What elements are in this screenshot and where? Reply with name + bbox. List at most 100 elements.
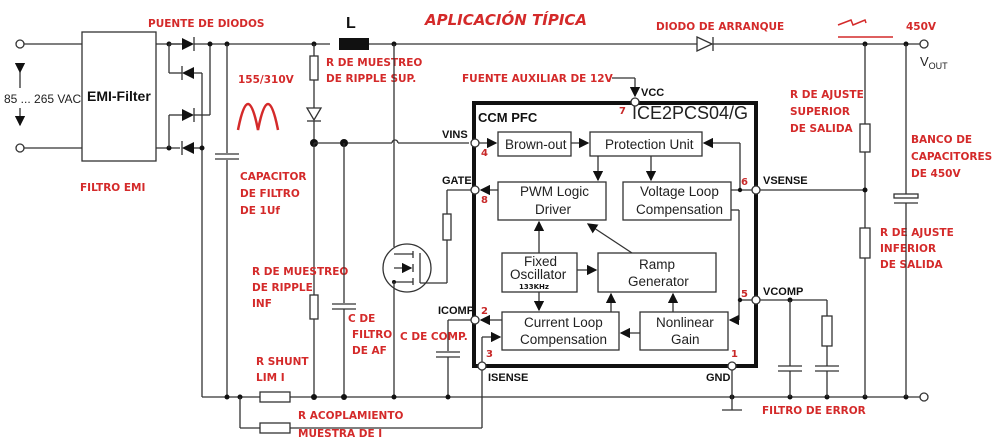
- ripple-inf-annotation-3: INF: [252, 298, 272, 310]
- r-coupling-annotation-1: R ACOPLAMIENTO: [298, 410, 403, 422]
- pin-1-number: 1: [731, 349, 738, 360]
- r-lower-annotation-2: INFERIOR: [880, 243, 936, 255]
- block-pwm-driver: PWM Logic Driver: [497, 181, 607, 221]
- input-cap-annotation-1: CAPACITOR: [240, 171, 306, 183]
- mosfet: [382, 44, 471, 397]
- pin-gnd: [727, 361, 737, 371]
- output-divider: [760, 44, 871, 397]
- ripple-sampling-upper: [305, 44, 323, 147]
- emi-filter-label: EMI-Filter: [87, 88, 151, 104]
- pin-vcc: [630, 97, 640, 107]
- input-capacitor: [215, 41, 239, 397]
- svg-text:Compensation: Compensation: [520, 332, 607, 347]
- svg-text:Driver: Driver: [535, 202, 572, 217]
- r-lower-annotation-3: DE SALIDA: [880, 259, 944, 271]
- startup-diode-annotation: DIODO DE ARRANQUE: [656, 21, 784, 33]
- svg-text:Oscillator: Oscillator: [510, 267, 567, 282]
- c-af-annotation-2: FILTRO: [352, 329, 392, 341]
- ic-header: CCM PFC: [478, 110, 538, 125]
- title: APLICACIÓN TÍPICA: [424, 10, 587, 29]
- ripple-sup-annotation-2: DE RIPPLE SUP.: [326, 73, 416, 85]
- svg-text:Ramp: Ramp: [639, 257, 675, 272]
- input-cap-annotation-2: DE FILTRO: [240, 188, 300, 200]
- ripple-sampling-lower-resistor: [309, 294, 319, 320]
- block-brownout: Brown-out: [497, 131, 572, 157]
- output-capacitor-bank: [893, 44, 919, 397]
- r-upper-annotation-1: R DE AJUSTE: [790, 89, 864, 101]
- svg-text:Current Loop: Current Loop: [524, 315, 603, 330]
- svg-text:Gain: Gain: [671, 332, 700, 347]
- ac-input: 85 ... 265 VAC: [4, 39, 82, 153]
- pin-vsense: [751, 185, 761, 195]
- aux-supply-annotation: FUENTE AUXILIAR DE 12V: [462, 73, 614, 85]
- pin-icomp: [470, 315, 480, 325]
- coupling-resistor: [259, 422, 291, 434]
- r-lower-annotation-1: R DE AJUSTE: [880, 227, 954, 239]
- pin-gate-label: GATE: [442, 175, 472, 187]
- vout-label: VOUT: [920, 54, 948, 71]
- pin-gnd-label: GND: [706, 372, 731, 384]
- r-upper-annotation-3: DE SALIDA: [790, 123, 854, 135]
- ripple-inf-annotation-1: R DE MUESTREO: [252, 266, 348, 278]
- pin-4-number: 4: [481, 148, 488, 159]
- cap-bank-annotation-2: CAPACITORES: [911, 151, 992, 163]
- svg-text:Brown-out: Brown-out: [505, 137, 567, 152]
- pin-8-number: 8: [481, 195, 488, 206]
- pin-7-number: 7: [619, 106, 626, 117]
- shunt-resistor: [259, 391, 291, 403]
- inductor-label: L: [346, 15, 356, 32]
- svg-text:Generator: Generator: [628, 274, 689, 289]
- r-shunt-annotation-2: LIM I: [256, 372, 285, 384]
- r-coupling-annotation-2: MUESTRA DE I: [298, 428, 382, 440]
- vout-terminal: [919, 39, 929, 49]
- c-af-annotation-3: DE AF: [352, 345, 387, 357]
- svg-text:Protection Unit: Protection Unit: [605, 137, 694, 152]
- svg-text:Fixed: Fixed: [524, 254, 557, 269]
- input-voltage-label: 85 ... 265 VAC: [4, 92, 81, 106]
- ac-terminal-bottom: [15, 143, 25, 153]
- inductor: [339, 38, 369, 50]
- input-cap-annotation-3: DE 1Uf: [240, 205, 280, 217]
- svg-text:Voltage Loop: Voltage Loop: [640, 184, 719, 199]
- internal-signal-arrows: [479, 137, 752, 362]
- ac-terminal-top: [15, 39, 25, 49]
- pin-vcomp: [751, 295, 761, 305]
- block-protection: Protection Unit: [589, 131, 703, 157]
- rectified-waveform-icon: [236, 103, 280, 131]
- svg-text:Nonlinear: Nonlinear: [656, 315, 714, 330]
- pin-6-number: 6: [741, 177, 748, 188]
- output-ripple-waveform-icon: [837, 18, 867, 26]
- svg-text:PWM Logic: PWM Logic: [520, 184, 589, 199]
- oscillator-frequency: 133KHz: [519, 283, 549, 291]
- ic-package: [472, 101, 758, 368]
- pin-icomp-label: ICOMP: [438, 305, 474, 317]
- pin-gate: [470, 185, 480, 195]
- bridge-annotation: PUENTE DE DIODOS: [148, 18, 264, 30]
- pin-5-number: 5: [741, 289, 748, 300]
- r-upper-annotation-2: SUPERIOR: [790, 106, 850, 118]
- pin-3-number: 3: [486, 349, 493, 360]
- ripple-inf-annotation-2: DE RIPPLE: [252, 282, 313, 294]
- error-filter: [760, 297, 839, 397]
- emi-filter: EMI-Filter: [81, 31, 157, 162]
- pin-vcc-label: VCC: [641, 87, 664, 99]
- ic-part-number: ICE2PCS04/G: [632, 103, 748, 123]
- block-current-loop: Current Loop Compensation: [501, 311, 620, 351]
- pin-isense-label: ISENSE: [488, 372, 528, 384]
- output-ground-terminal: [919, 392, 929, 402]
- block-ramp-generator: Ramp Generator: [597, 252, 717, 293]
- cap-bank-annotation-3: DE 450V: [911, 168, 961, 180]
- block-oscillator: Fixed Oscillator 133KHz: [501, 252, 578, 293]
- diode-bridge: [156, 37, 330, 397]
- rectified-voltage-label: 155/310V: [238, 74, 295, 86]
- block-voltage-loop: Voltage Loop Compensation: [622, 181, 732, 221]
- error-filter-annotation: FILTRO DE ERROR: [762, 405, 866, 417]
- pin-vins: [470, 138, 480, 148]
- emi-filter-annotation: FILTRO EMI: [80, 182, 145, 194]
- pin-vins-label: VINS: [442, 129, 468, 141]
- cap-bank-annotation-1: BANCO DE: [911, 134, 972, 146]
- ic-pins: [470, 97, 761, 371]
- output-voltage-annotation: 450V: [906, 21, 937, 33]
- svg-text:Compensation: Compensation: [636, 202, 723, 217]
